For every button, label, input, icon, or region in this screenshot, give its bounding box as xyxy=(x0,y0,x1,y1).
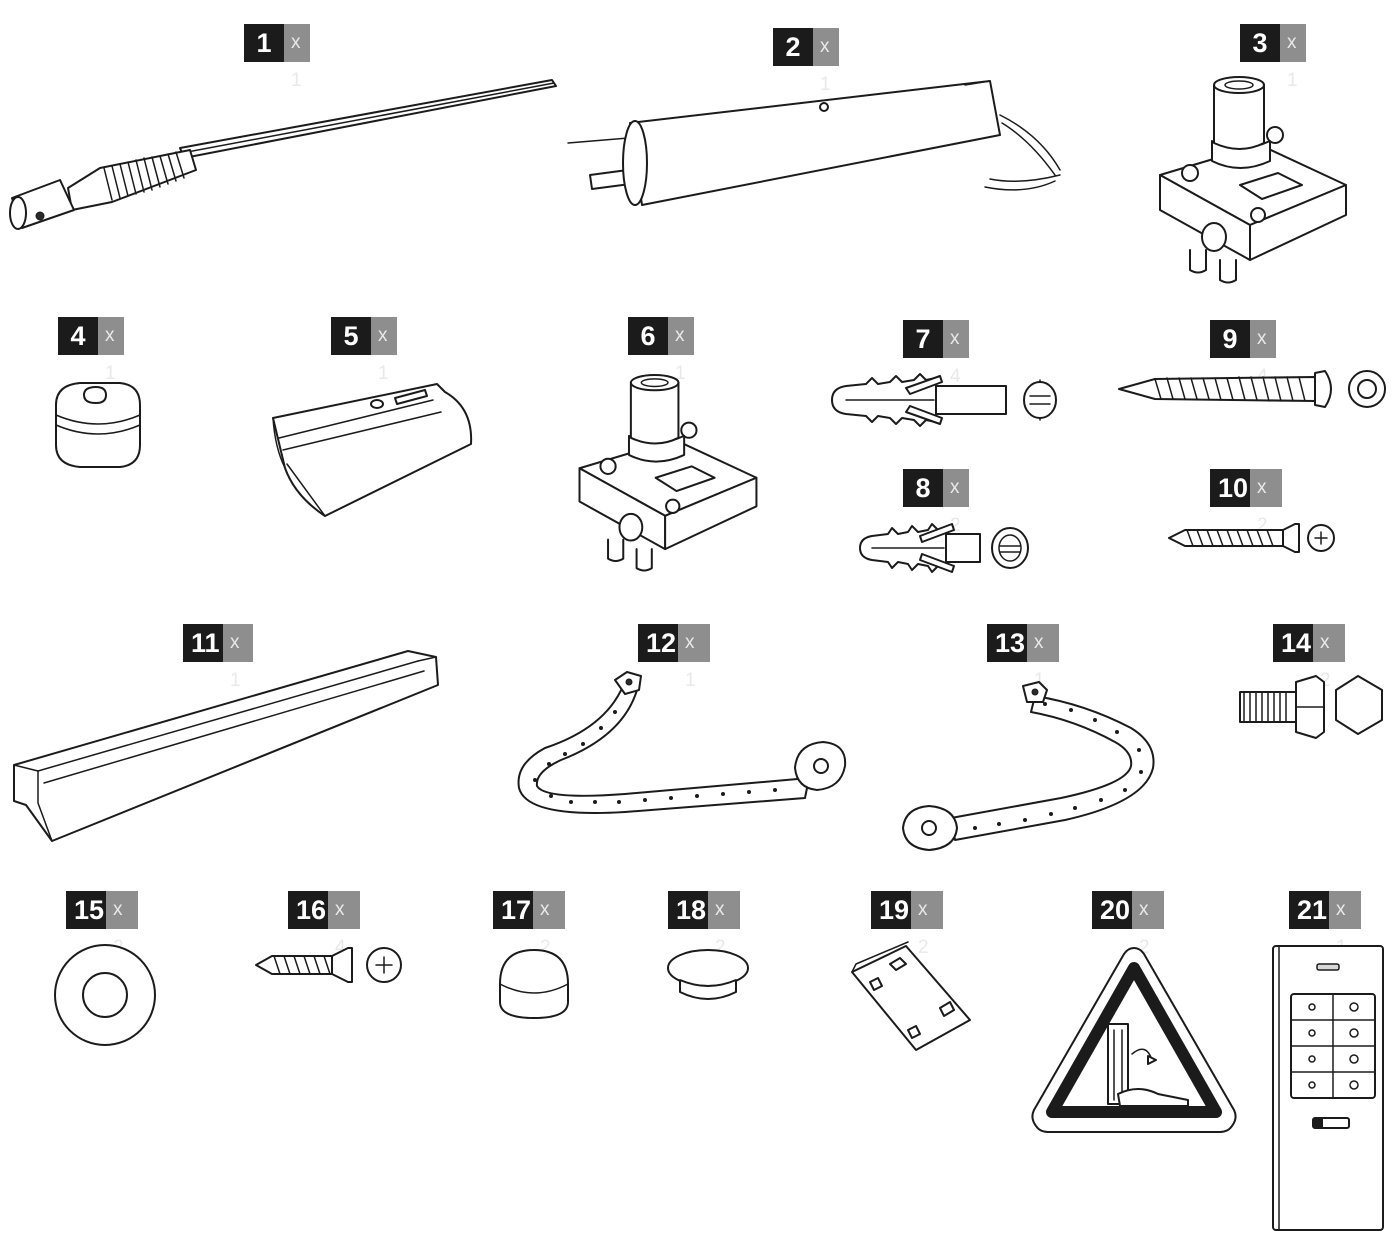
part-label: 17 x 2 xyxy=(493,891,565,958)
round-cap-icon xyxy=(664,946,752,1006)
part-label: 4 x 1 xyxy=(58,317,124,384)
remote-control-icon xyxy=(1269,942,1387,1234)
part-quantity: x 2 xyxy=(1313,624,1345,691)
part-number: 9 xyxy=(1210,320,1250,358)
screw-icon xyxy=(1165,520,1340,556)
part-number: 7 xyxy=(903,320,943,358)
countersunk-screw-icon xyxy=(252,944,410,986)
part-label: 18 x 2 xyxy=(668,891,740,958)
part-number: 10 xyxy=(1210,469,1250,507)
part-quantity: x 1 xyxy=(284,24,310,91)
part-quantity: x 2 xyxy=(106,891,138,958)
part-label: 19 x 2 xyxy=(871,891,943,958)
part-quantity: x 1 xyxy=(813,28,839,95)
part-quantity: x 1 xyxy=(98,317,124,384)
clamp-sleeve-icon xyxy=(265,378,480,523)
part-number: 11 xyxy=(183,624,223,662)
part-number: 15 xyxy=(66,891,106,929)
part-label: 21 x 1 xyxy=(1289,891,1361,958)
part-quantity: x 2 xyxy=(943,469,969,536)
part-number: 6 xyxy=(628,317,668,355)
mounting-bracket-icon xyxy=(1150,75,1355,285)
part-quantity: x 2 xyxy=(708,891,740,958)
part-label: 9 x 4 xyxy=(1210,320,1276,387)
washer-icon xyxy=(50,940,160,1050)
part-label: 11 x 1 xyxy=(183,624,254,691)
wall-plug-icon xyxy=(856,518,1036,578)
part-number: 21 xyxy=(1289,891,1329,929)
part-label: 12 x 1 xyxy=(638,624,710,691)
motor-housing-tube-icon xyxy=(560,75,1070,215)
part-number: 2 xyxy=(773,28,813,66)
actuator-rod-icon xyxy=(0,70,570,240)
part-label: 14 x 2 xyxy=(1273,624,1345,691)
part-label: 15 x 2 xyxy=(66,891,138,958)
part-label: 8 x 2 xyxy=(903,469,969,536)
part-quantity: x 2 xyxy=(911,891,943,958)
part-quantity: x 1 xyxy=(223,624,254,691)
part-quantity: x 2 xyxy=(1250,469,1282,536)
rubber-plug-icon xyxy=(50,375,145,470)
wall-plug-icon xyxy=(826,368,1066,433)
part-quantity: x 2 xyxy=(533,891,565,958)
part-number: 14 xyxy=(1273,624,1313,662)
part-number: 3 xyxy=(1240,24,1280,62)
dome-cap-icon xyxy=(494,944,574,1024)
part-quantity: x 4 xyxy=(328,891,360,958)
part-quantity: x 1 xyxy=(1027,624,1059,691)
part-quantity: x 1 xyxy=(1329,891,1361,958)
part-number: 13 xyxy=(987,624,1027,662)
part-number: 4 xyxy=(58,317,98,355)
warning-sticker-icon xyxy=(1028,944,1240,1136)
part-quantity: x 4 xyxy=(943,320,969,387)
part-number: 18 xyxy=(668,891,708,929)
part-label: 16 x 4 xyxy=(288,891,360,958)
part-quantity: x 4 xyxy=(1250,320,1276,387)
part-number: 20 xyxy=(1092,891,1132,929)
cover-channel-icon xyxy=(8,645,443,850)
part-quantity: x 1 xyxy=(668,317,694,384)
part-number: 16 xyxy=(288,891,328,929)
mounting-bracket-icon xyxy=(570,368,765,578)
curved-arm-icon xyxy=(895,672,1165,862)
part-label: 3 x 1 xyxy=(1240,24,1306,91)
part-quantity: x 2 xyxy=(1132,891,1164,958)
part-label: 6 x 1 xyxy=(628,317,694,384)
part-label: 2 x 1 xyxy=(773,28,839,95)
part-quantity: x 1 xyxy=(1280,24,1306,91)
wood-screw-icon xyxy=(1115,365,1390,415)
part-number: 19 xyxy=(871,891,911,929)
part-quantity: x 1 xyxy=(678,624,710,691)
part-number: 17 xyxy=(493,891,533,929)
part-quantity: x 1 xyxy=(371,317,397,384)
part-number: 8 xyxy=(903,469,943,507)
part-label: 13 x 1 xyxy=(987,624,1059,691)
curved-arm-icon xyxy=(505,668,855,838)
clip-icon xyxy=(846,942,976,1057)
part-number: 5 xyxy=(331,317,371,355)
part-label: 7 x 4 xyxy=(903,320,969,387)
part-label: 5 x 1 xyxy=(331,317,397,384)
part-label: 20 x 2 xyxy=(1092,891,1164,958)
part-number: 1 xyxy=(244,24,284,62)
part-label: 10 x 2 xyxy=(1210,469,1282,536)
part-number: 12 xyxy=(638,624,678,662)
hex-bolt-icon xyxy=(1236,672,1388,742)
part-label: 1 x 1 xyxy=(244,24,310,91)
